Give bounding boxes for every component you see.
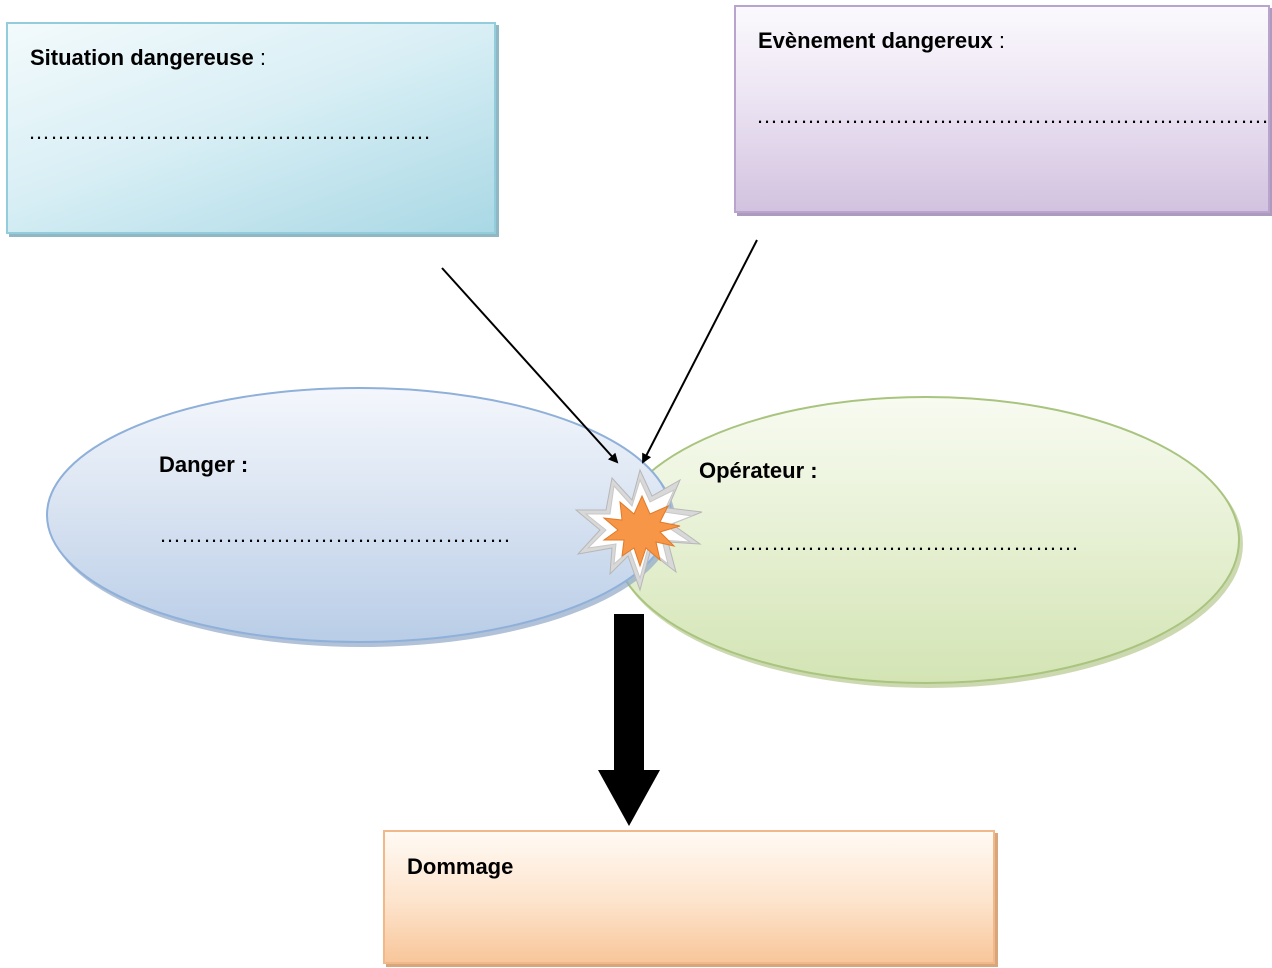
situation-dangereuse-title-text: Situation dangereuse (30, 45, 254, 70)
evenement-dangereux-title-suffix: : (992, 28, 1005, 53)
evenement-dangereux-box: Evènement dangereux : ………………………………………………… (734, 5, 1270, 213)
evenement-dangereux-title: Evènement dangereux : (758, 28, 1005, 54)
dommage-box: Dommage (383, 830, 995, 964)
dommage-down-arrow (598, 614, 660, 826)
dommage-title-text: Dommage (407, 854, 514, 879)
evenement-dangereux-title-text: Evènement dangereux (758, 28, 993, 53)
evenement-arrow (642, 239, 758, 464)
evenement-dangereux-placeholder: ……………………………………………………………. (756, 103, 1269, 128)
situation-dangereuse-placeholder: ………………………………………………. (28, 119, 431, 144)
danger-placeholder: ………………………………………… (159, 522, 511, 547)
situation-dangereuse-box: Situation dangereuse : ……………………………………………… (6, 22, 496, 234)
danger-label: Danger : (159, 452, 249, 477)
explosion-icon (574, 468, 703, 592)
danger-ellipse (46, 387, 672, 643)
operateur-label: Opérateur : (699, 458, 818, 483)
situation-dangereuse-title: Situation dangereuse : (30, 45, 266, 71)
situation-dangereuse-title-suffix: : (253, 45, 266, 70)
situation-arrow (441, 267, 619, 464)
operateur-placeholder: ………………………………………… (727, 530, 1079, 555)
dommage-title: Dommage (407, 854, 513, 880)
